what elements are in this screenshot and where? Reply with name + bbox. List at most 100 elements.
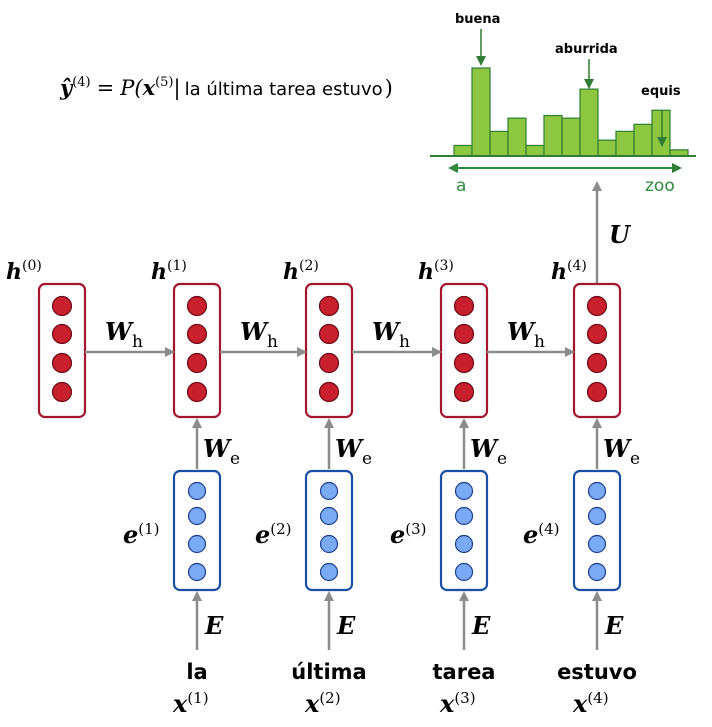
embedding-matrix-label: E: [336, 611, 356, 640]
embedding-neuron: [454, 534, 474, 554]
input-x-label: x(3): [439, 689, 476, 718]
embedding-box: [172, 469, 222, 592]
formula-yhat: ŷ: [59, 75, 74, 100]
hidden-sup: (2): [299, 258, 319, 274]
embedding-box: [572, 469, 622, 592]
hidden-state-4: h(4): [551, 258, 622, 419]
formula-func: P(: [119, 76, 143, 100]
hidden-neuron: [318, 381, 340, 403]
formula-eq: =: [97, 76, 115, 100]
recurrent-weight-label: Wh: [372, 317, 410, 352]
hidden-neuron: [51, 295, 73, 317]
embedding-neuron: [587, 506, 607, 526]
input-weight-label: We: [335, 434, 372, 469]
embedding-neuron: [319, 534, 339, 554]
embedding-box: [304, 469, 354, 592]
hidden-state-0: h(0): [6, 258, 87, 419]
formula-close: ): [385, 76, 393, 100]
formula-x: x: [142, 75, 156, 100]
embedding-neuron: [587, 534, 607, 554]
hidden-sup: (0): [22, 258, 42, 274]
input-word: última: [291, 660, 366, 684]
label-buena: buena: [455, 12, 500, 27]
label-aburrida: aburrida: [555, 42, 618, 57]
hidden-neuron: [318, 352, 340, 374]
embedding-neuron: [587, 481, 607, 501]
formula-context: la última tarea estuvo: [185, 79, 383, 100]
embedding-neuron: [587, 562, 607, 582]
histogram-bar: [453, 144, 473, 157]
hidden-state-label: h(1): [151, 258, 187, 285]
embedding-matrix-label: E: [204, 611, 224, 640]
hidden-sup: (1): [167, 258, 187, 274]
hidden-neuron: [453, 352, 475, 374]
label-U: U: [609, 220, 632, 249]
formula-x-sup: (5): [155, 75, 173, 90]
input-weight-label: We: [203, 434, 240, 469]
histogram-bars: [453, 67, 689, 157]
input-weight-label: We: [603, 434, 640, 469]
hidden-state-label: h(3): [418, 258, 454, 285]
histogram-bar: [489, 130, 509, 157]
hidden-state-label: h(2): [283, 258, 319, 285]
hidden-neuron: [586, 381, 608, 403]
embedding-neuron: [187, 506, 207, 526]
embedding-label: e(1): [123, 520, 160, 549]
embedding-label: e(2): [255, 520, 292, 549]
hidden-symbol: h: [418, 259, 434, 285]
histogram-bar: [561, 117, 581, 157]
hidden-neuron: [186, 381, 208, 403]
histogram-bar: [471, 67, 491, 157]
hidden-symbol: h: [151, 259, 167, 285]
embedding-neuron: [319, 506, 339, 526]
probability-formula: ŷ(4)=P(x(5)|la última tarea estuvo): [59, 75, 393, 101]
recurrent-weight-label: Wh: [240, 317, 278, 352]
hidden-neuron: [586, 352, 608, 374]
embedding-matrix-label: E: [604, 611, 624, 640]
hidden-neuron: [586, 295, 608, 317]
axis-label-start: a: [456, 176, 466, 196]
hidden-sup: (4): [567, 258, 587, 274]
embedding-neuron: [319, 481, 339, 501]
input-word: la: [186, 660, 207, 684]
embedding-neuron: [319, 562, 339, 582]
hidden-state-label: h(0): [6, 258, 42, 285]
embedding-matrix-label: E: [471, 611, 491, 640]
histogram-bar: [525, 144, 545, 157]
formula-yhat-sup: (4): [72, 75, 90, 90]
hidden-neuron: [453, 323, 475, 345]
hidden-state-2: h(2): [283, 258, 354, 419]
hidden-state-3: h(3): [418, 258, 489, 419]
hidden-neuron: [51, 323, 73, 345]
hidden-state-label: h(4): [551, 258, 587, 285]
recurrent-weight-label: Wh: [507, 317, 545, 352]
histogram-bar: [543, 114, 563, 157]
hidden-neuron: [318, 323, 340, 345]
input-x-label: x(2): [304, 689, 341, 718]
input-x-label: x(1): [172, 689, 209, 718]
embedding-neuron: [187, 534, 207, 554]
hidden-symbol: h: [283, 259, 299, 285]
histogram-bar: [651, 109, 671, 157]
embedding-box: [439, 469, 489, 592]
input-word: estuvo: [557, 660, 637, 684]
hidden-symbol: h: [6, 259, 22, 285]
label-equis: equis: [641, 84, 681, 99]
embedding-neuron: [454, 506, 474, 526]
hidden-neuron: [453, 295, 475, 317]
histogram-bar: [633, 123, 653, 157]
hidden-state-box: [37, 282, 87, 419]
input-x-label: x(4): [572, 689, 609, 718]
hidden-neuron: [453, 381, 475, 403]
embedding-neuron: [187, 481, 207, 501]
histogram-bar: [507, 117, 527, 157]
hidden-state-1: h(1): [151, 258, 222, 419]
hidden-neuron: [186, 352, 208, 374]
embedding-neuron: [454, 562, 474, 582]
hidden-symbol: h: [551, 259, 567, 285]
histogram-bar: [615, 130, 635, 157]
